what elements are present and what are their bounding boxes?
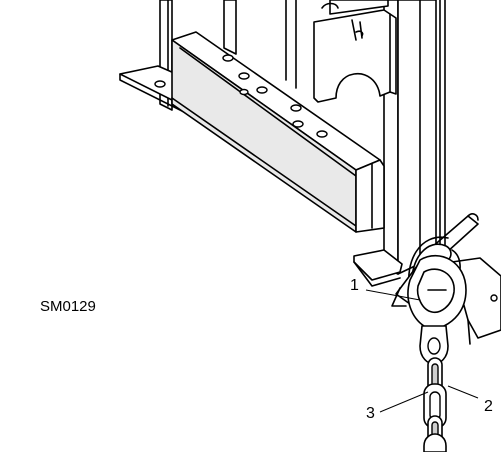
upper-frame: [159, 0, 446, 275]
chain: [423, 357, 447, 452]
diagonal-rail: [171, 31, 385, 233]
callout-2-leader: [447, 385, 479, 399]
figure-code: SM0129: [40, 298, 96, 315]
callout-3-label: 3: [366, 405, 375, 422]
callout-3-leader: [379, 391, 429, 413]
callout-1-label: 1: [350, 277, 359, 294]
callout-2-label: 2: [484, 398, 493, 415]
callout-leaders: [365, 289, 479, 413]
grab-hook: [391, 254, 467, 365]
notched-bracket: [313, 0, 397, 103]
callout-1-leader: [365, 289, 421, 301]
